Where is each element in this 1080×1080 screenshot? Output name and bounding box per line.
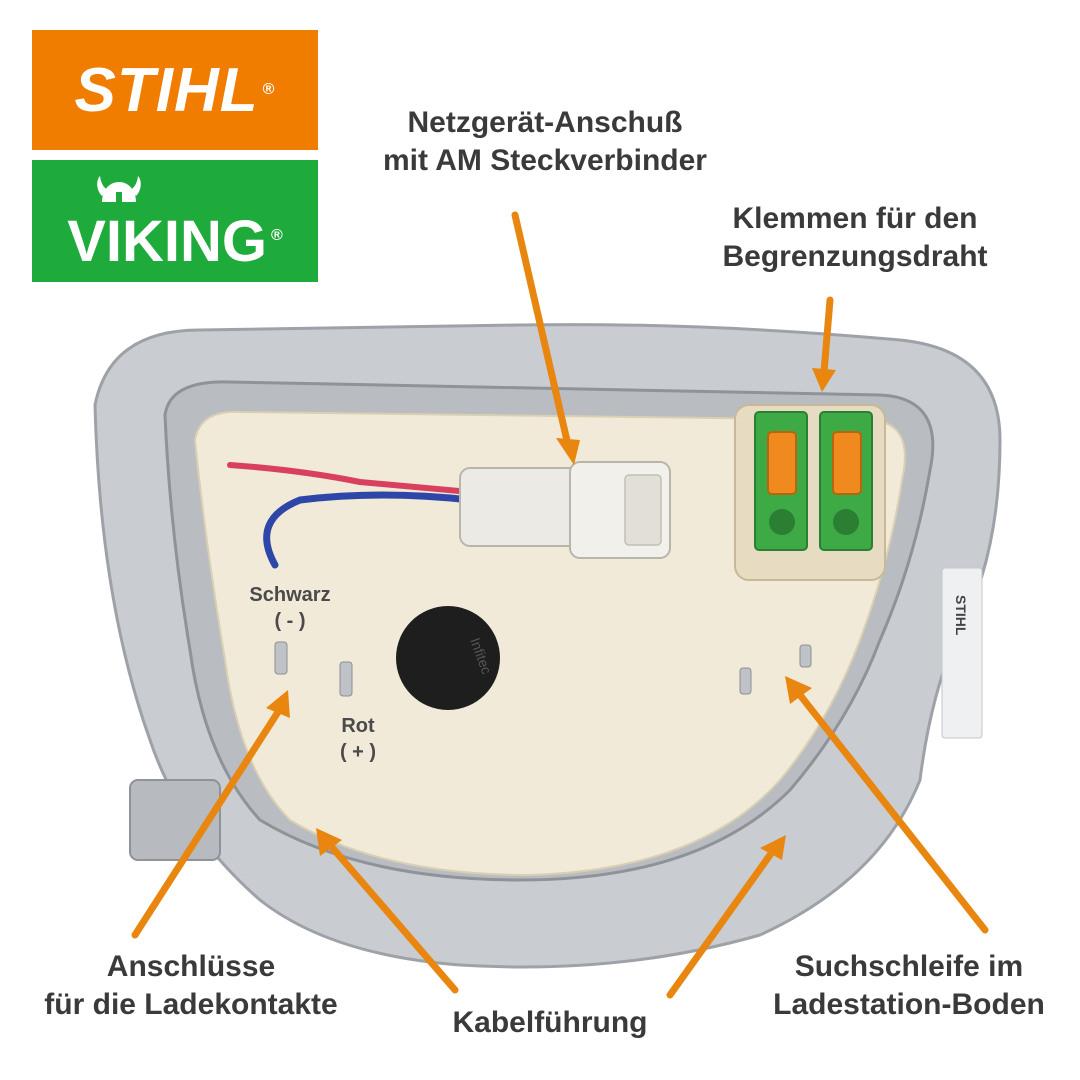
label-power-connector: Netzgerät-Anschuß mit AM Steckverbinder bbox=[383, 106, 707, 177]
viking-logo: VIKING® bbox=[32, 160, 318, 282]
viking-helmet-icon bbox=[97, 176, 141, 206]
arrow-charging-contacts bbox=[131, 708, 282, 939]
am-plug-connector bbox=[459, 461, 671, 559]
svg-text:STIHL: STIHL bbox=[953, 595, 969, 636]
arrow-terminals bbox=[820, 296, 834, 376]
resin-fill bbox=[193, 410, 906, 877]
arrows bbox=[131, 211, 989, 999]
boundary-wire-terminals bbox=[754, 411, 873, 551]
label-search-loop: Suchschleife im Ladestation-Boden bbox=[773, 950, 1045, 1021]
stihl-logo: STIHL® bbox=[32, 30, 318, 150]
label-red-positive: Rot ( + ) bbox=[339, 715, 377, 763]
label-charging-contacts: Anschlüsse für die Ladekontakte bbox=[44, 950, 338, 1021]
arrow-power-connector bbox=[511, 211, 572, 449]
label-black-negative: Schwarz ( - ) bbox=[249, 584, 331, 632]
black-cap bbox=[396, 606, 500, 710]
arrow-search-loop bbox=[796, 691, 989, 934]
label-boundary-terminals: Klemmen für den Begrenzungsdraht bbox=[722, 202, 988, 273]
arrow-cable-routing bbox=[326, 841, 459, 994]
stihl-logo-text: STIHL bbox=[74, 55, 259, 125]
arrow-cable-routing-right bbox=[666, 851, 774, 999]
viking-logo-text: VIKING bbox=[67, 208, 267, 274]
label-cable-routing: Kabelführung bbox=[452, 1006, 648, 1039]
